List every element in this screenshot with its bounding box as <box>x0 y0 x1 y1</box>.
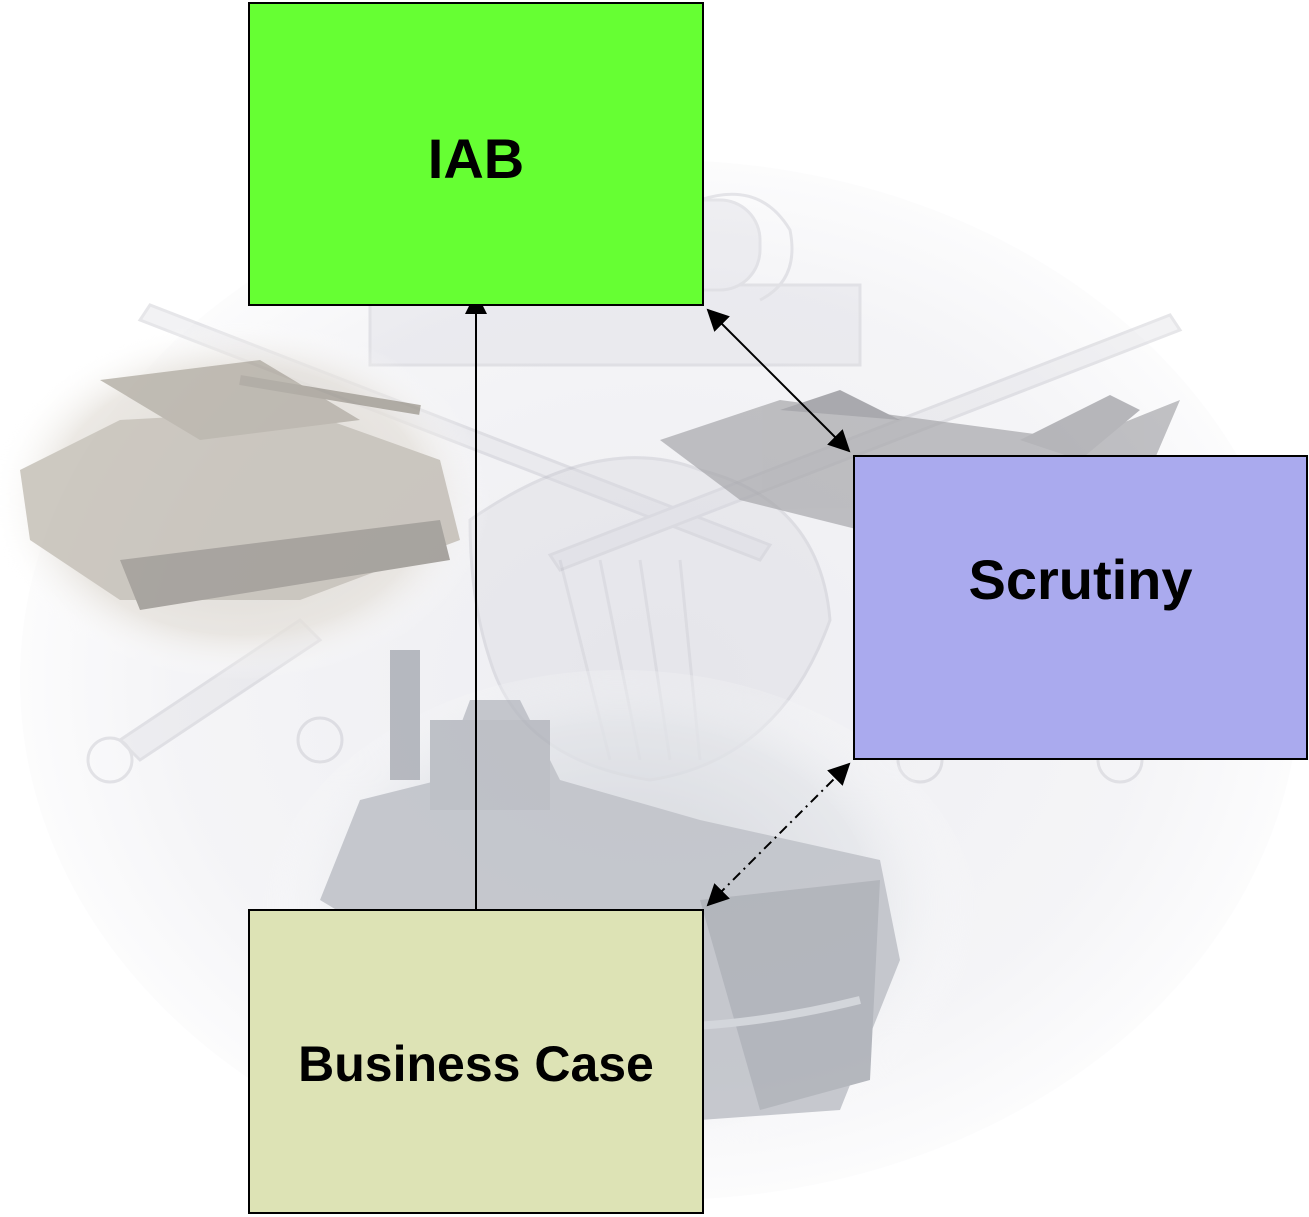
iab-node: IAB <box>248 2 704 306</box>
scrutiny-node: Scrutiny <box>853 455 1308 760</box>
business-case-label: Business Case <box>298 1036 654 1092</box>
tank-image <box>0 320 490 680</box>
connector-scrutiny-business-case <box>706 762 851 907</box>
connector-iab-scrutiny <box>706 308 851 453</box>
business-case-node: Business Case <box>248 909 704 1214</box>
iab-label: IAB <box>427 127 525 190</box>
scrutiny-label: Scrutiny <box>968 548 1193 611</box>
